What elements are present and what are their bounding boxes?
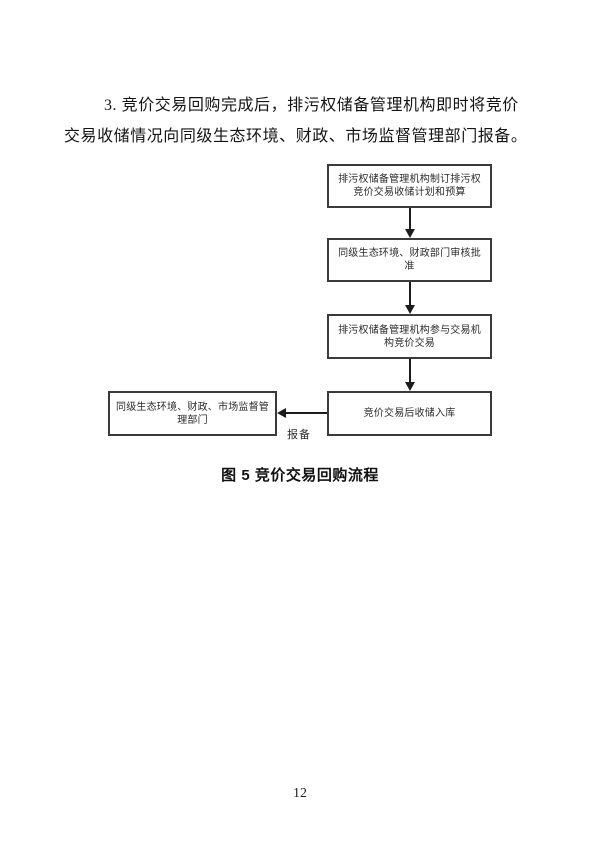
flow-box-label: 排污权储备管理机构参与交易机构竞价交易 [338, 324, 481, 349]
paragraph-line: 3. 竞价交易回购完成后，排污权储备管理机构即时将竞价 [104, 97, 519, 114]
flow-box-storage: 竞价交易后收储入库 [327, 391, 492, 436]
flow-box-approval: 同级生态环境、财政部门审核批准 [327, 238, 492, 282]
flowchart: 排污权储备管理机构制订排污权竞价交易收储计划和预算 同级生态环境、财政部门审核批… [108, 164, 492, 441]
left-arrowhead-icon [277, 408, 286, 418]
flow-box-label: 竞价交易后收储入库 [363, 408, 456, 419]
flow-box-label: 同级生态环境、财政部门审核批准 [338, 248, 481, 272]
flow-box-plan-budget: 排污权储备管理机构制订排污权竞价交易收储计划和预算 [327, 164, 492, 208]
connector-line-vertical [409, 208, 411, 230]
flow-box-label: 排污权储备管理机构制订排污权竞价交易收储计划和预算 [338, 174, 481, 198]
flow-box-departments: 同级生态环境、财政、市场监督管理部门 [108, 391, 277, 436]
down-arrowhead-icon [405, 229, 415, 238]
paragraph-line: 交易收储情况向同级生态环境、财政、市场监督管理部门报备。 [64, 128, 528, 145]
down-arrowhead-icon [405, 305, 415, 314]
connector-line-horizontal [286, 412, 327, 414]
down-arrowhead-icon [405, 382, 415, 391]
flow-box-label: 同级生态环境、财政、市场监督管理部门 [116, 401, 269, 426]
edge-label-report: 报备 [287, 429, 311, 441]
connector-line-vertical [409, 282, 411, 306]
flow-box-bidding: 排污权储备管理机构参与交易机构竞价交易 [327, 314, 492, 359]
figure-caption: 图 5 竞价交易回购流程 [221, 467, 379, 484]
body-paragraph: 3. 竞价交易回购完成后，排污权储备管理机构即时将竞价 交易收储情况向同级生态环… [64, 90, 532, 152]
connector-line-vertical [409, 359, 411, 383]
page-number: 12 [293, 786, 307, 801]
